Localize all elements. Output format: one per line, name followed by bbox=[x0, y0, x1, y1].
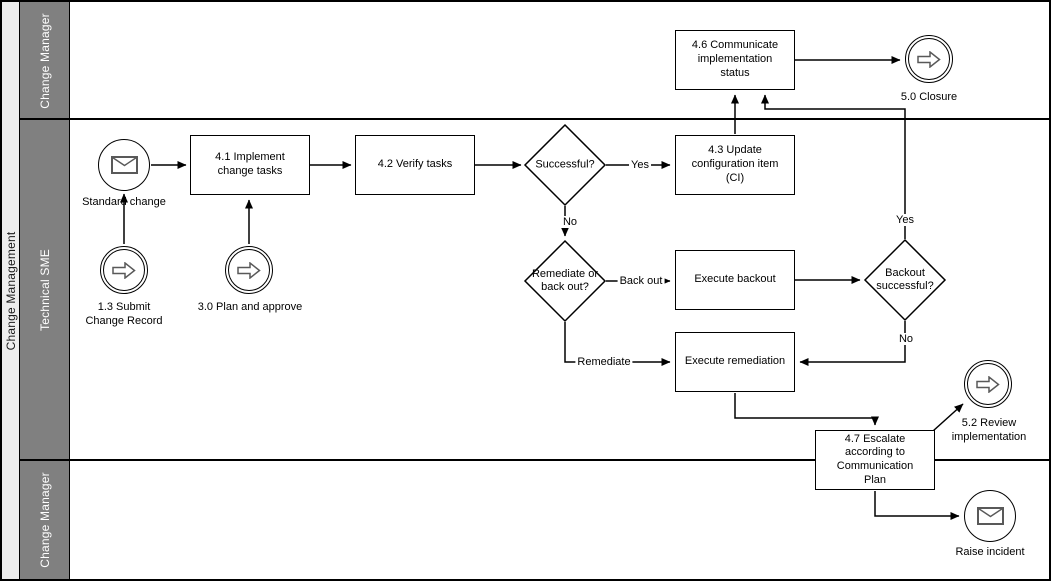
label-successful: Successful? bbox=[535, 158, 595, 171]
event-review-implementation bbox=[964, 360, 1012, 408]
flow-executeremediation-to-47 bbox=[734, 393, 879, 426]
task-label: Execute remediation bbox=[684, 355, 786, 368]
flow-backoutsuccessful-yes-to-46 bbox=[761, 94, 906, 239]
edge-label-no: No bbox=[560, 216, 580, 228]
task-execute-remediation: Execute remediation bbox=[675, 332, 795, 392]
edge-label-yes: Yes bbox=[894, 214, 916, 226]
label-plan-and-approve: 3.0 Plan and approve bbox=[197, 301, 303, 313]
envelope-icon bbox=[110, 156, 138, 174]
edge-label-back-out: Back out bbox=[617, 275, 665, 287]
event-standard-change bbox=[98, 139, 150, 191]
hollow-arrow-icon bbox=[112, 261, 136, 279]
pool-header: Change Management bbox=[2, 2, 20, 579]
label-closure: 5.0 Closure bbox=[900, 91, 958, 103]
hollow-arrow-icon bbox=[917, 50, 941, 68]
event-inner-ring bbox=[908, 38, 950, 80]
hollow-arrow-icon bbox=[237, 261, 261, 279]
task-escalate-communication-plan: 4.7 Escalate according to Communication … bbox=[815, 430, 935, 490]
event-plan-and-approve bbox=[225, 246, 273, 294]
lane-divider bbox=[20, 118, 1049, 120]
event-inner-ring bbox=[967, 363, 1009, 405]
task-update-configuration-item: 4.3 Update configuration item (CI) bbox=[675, 135, 795, 195]
edge-label-remediate: Remediate bbox=[575, 356, 633, 368]
lane-header-change-manager-bottom: Change Manager bbox=[20, 460, 70, 579]
flow-remediate-to-executeremediation bbox=[564, 322, 671, 366]
flow-backoutsuccessful-no-to-executeremediation bbox=[799, 321, 906, 366]
task-verify-tasks: 4.2 Verify tasks bbox=[355, 135, 475, 195]
task-label: 4.1 Implement change tasks bbox=[215, 151, 285, 177]
label-backout-successful: Backout successful? bbox=[876, 266, 934, 292]
gateway-successful bbox=[523, 123, 607, 207]
lane-header-change-manager-top: Change Manager bbox=[20, 2, 70, 119]
task-communicate-implementation-status: 4.6 Communicate implementation status bbox=[675, 30, 795, 90]
task-label: 4.7 Escalate according to Communication … bbox=[836, 432, 914, 486]
edge-label-yes: Yes bbox=[629, 159, 651, 171]
task-implement-change-tasks: 4.1 Implement change tasks bbox=[190, 135, 310, 195]
event-raise-incident bbox=[964, 490, 1016, 542]
flow-47-to-52review bbox=[932, 403, 964, 432]
event-inner-ring bbox=[228, 249, 270, 291]
task-label: Execute backout bbox=[694, 273, 776, 286]
task-label: 4.2 Verify tasks bbox=[377, 158, 453, 171]
task-label: 4.6 Communicate implementation status bbox=[691, 39, 779, 79]
hollow-arrow-icon bbox=[976, 375, 1000, 393]
label-standard-change: Standard change bbox=[82, 196, 166, 208]
label-review-implementation: 5.2 Review implementation bbox=[951, 417, 1027, 443]
flow-47-to-raiseincident bbox=[874, 491, 960, 520]
lane-header-technical-sme: Technical SME bbox=[20, 119, 70, 460]
event-closure bbox=[905, 35, 953, 83]
gateway-remediate-or-back-out bbox=[523, 239, 607, 323]
lane-divider bbox=[20, 459, 1049, 461]
label-remediate-or-back-out: Remediate or back out? bbox=[531, 267, 599, 293]
event-inner-ring bbox=[103, 249, 145, 291]
event-submit-change-record bbox=[100, 246, 148, 294]
envelope-icon bbox=[976, 507, 1004, 525]
label-raise-incident: Raise incident bbox=[955, 546, 1025, 558]
task-label: 4.3 Update configuration item (CI) bbox=[691, 144, 779, 184]
edge-label-no: No bbox=[896, 333, 916, 345]
gateway-backout-successful bbox=[863, 238, 947, 322]
task-execute-backout: Execute backout bbox=[675, 250, 795, 310]
label-submit-change-record: 1.3 Submit Change Record bbox=[85, 301, 163, 327]
